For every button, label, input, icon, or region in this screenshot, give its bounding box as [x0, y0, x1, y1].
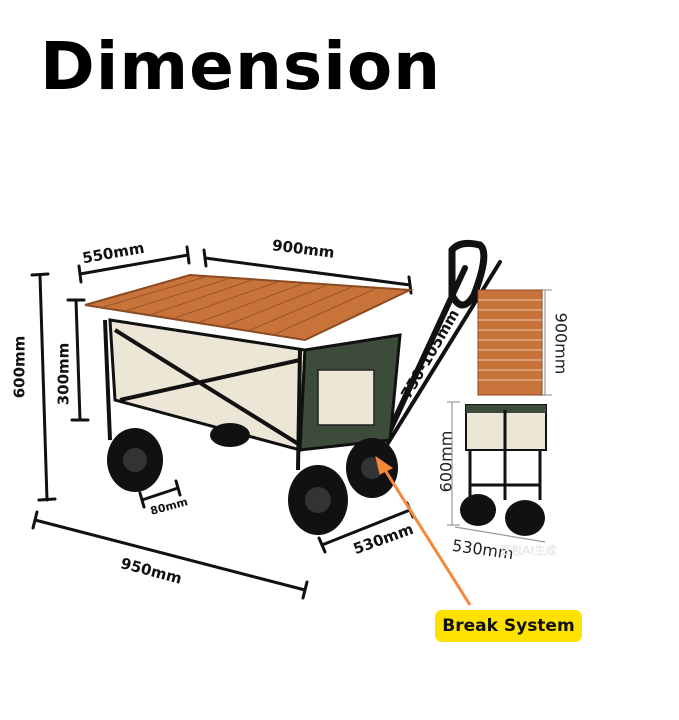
folded-table-length-label: 900mm — [551, 312, 571, 375]
basket-height-label: 300mm — [54, 342, 73, 406]
total-height-label: 600mm — [10, 335, 29, 399]
break-system-callout: Break System — [435, 610, 582, 642]
page-title: Dimension — [40, 28, 442, 105]
watermark: 豆包AI生成 — [500, 544, 557, 557]
folded-height-label: 600mm — [436, 430, 456, 493]
